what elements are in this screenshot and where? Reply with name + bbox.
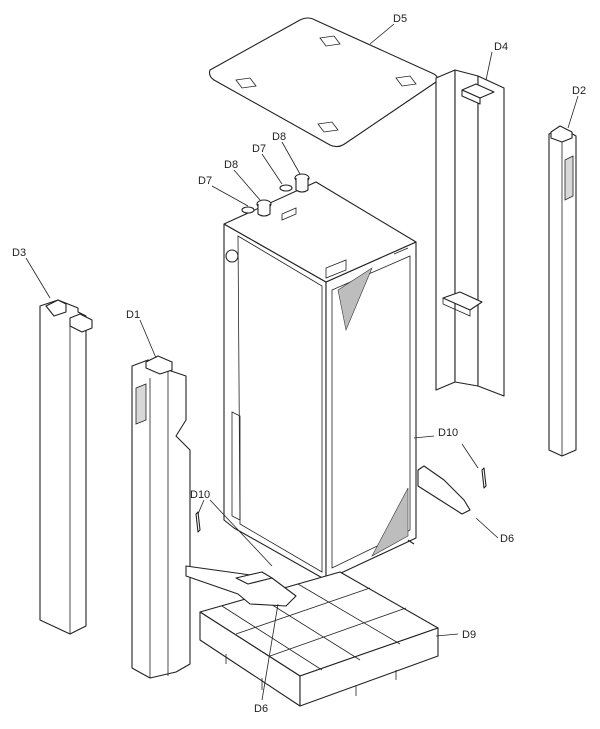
label-d1: D1 [126,309,140,321]
label-d10-left: D10 [190,489,210,501]
label-d10-right: D10 [438,427,458,439]
bracket-d10-left [195,511,201,533]
label-d6-bottom: D6 [254,703,268,715]
heat-pump-unit [223,173,417,585]
corner-post-d3 [39,299,93,635]
label-d3: D3 [12,247,26,259]
label-d7-right: D7 [252,143,266,155]
label-d8-left: D8 [224,159,238,171]
label-d8-right: D8 [272,131,286,143]
base-strip-d6-right [417,465,471,515]
label-d4: D4 [494,41,508,53]
label-d7-left: D7 [198,175,212,187]
leader-lines [25,23,579,701]
corner-post-d1 [131,355,191,679]
corner-post-d4 [435,69,505,397]
label-d5: D5 [393,13,407,25]
bracket-d10-right [481,467,487,489]
label-d6-right: D6 [500,533,514,545]
label-d2: D2 [572,85,586,97]
base-strip-d6-left [185,565,297,607]
label-d9: D9 [462,629,476,641]
top-cover-sheet [208,17,439,148]
corner-post-d2 [548,125,577,457]
